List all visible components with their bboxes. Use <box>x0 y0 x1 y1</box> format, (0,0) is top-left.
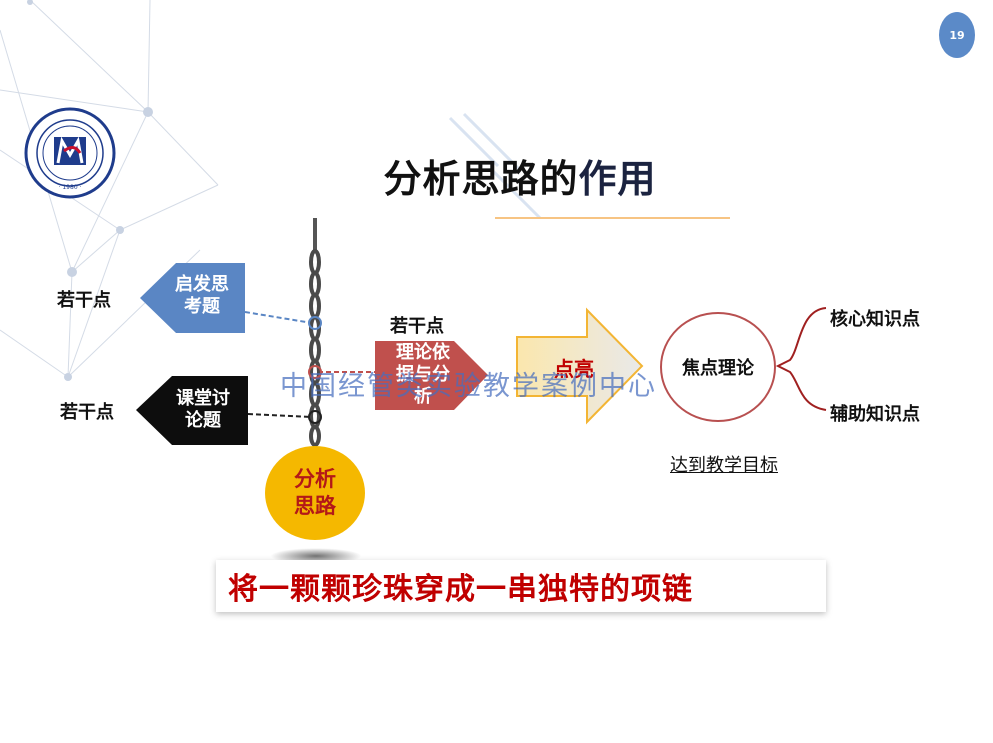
left-label-1: 若干点 <box>57 290 111 311</box>
watermark-text: 中国经管类实验教学案例中心 <box>280 371 657 402</box>
analysis-approach-circle: 分析思路 <box>265 446 365 540</box>
focus-theory-circle: 焦点理论 <box>660 312 776 422</box>
theory-arrow <box>375 341 488 410</box>
university-seal-logo: · 1980 · <box>24 107 116 199</box>
page-number: 19 <box>949 28 965 42</box>
highlight-arrow <box>516 307 644 425</box>
logo-year: · 1980 · <box>59 184 82 191</box>
theory-text: 理论依据与分析 <box>396 342 450 407</box>
chain-icon <box>308 218 322 447</box>
discussion-question-text: 课堂讨论题 <box>176 388 230 431</box>
teaching-goal-link: 达到教学目标 <box>670 455 778 476</box>
page-number-badge: 19 <box>939 12 975 58</box>
bottom-banner: 将一颗颗珍珠穿成一串独特的项链 <box>216 560 826 612</box>
left-label-2: 若干点 <box>60 402 114 423</box>
thinking-question-text: 启发思考题 <box>175 274 229 317</box>
branch-auxiliary-knowledge: 辅助知识点 <box>830 404 920 425</box>
title-part1: 分析思路的 <box>383 157 579 201</box>
highlight-text: 点亮 <box>554 357 594 381</box>
theory-label: 若干点 <box>390 316 444 337</box>
connector-black <box>247 413 313 418</box>
title-part2: 作用 <box>578 157 657 201</box>
banner-text: 将一颗颗珍珠穿成一串独特的项链 <box>228 572 693 607</box>
slide-title: 分析思路的作用 <box>330 148 710 203</box>
discussion-question-tag <box>136 376 248 445</box>
branch-brace <box>775 307 827 411</box>
focus-theory-text: 焦点理论 <box>682 358 754 379</box>
connector-blue <box>244 311 313 324</box>
branch-core-knowledge: 核心知识点 <box>830 309 920 330</box>
thinking-question-tag <box>140 263 245 333</box>
